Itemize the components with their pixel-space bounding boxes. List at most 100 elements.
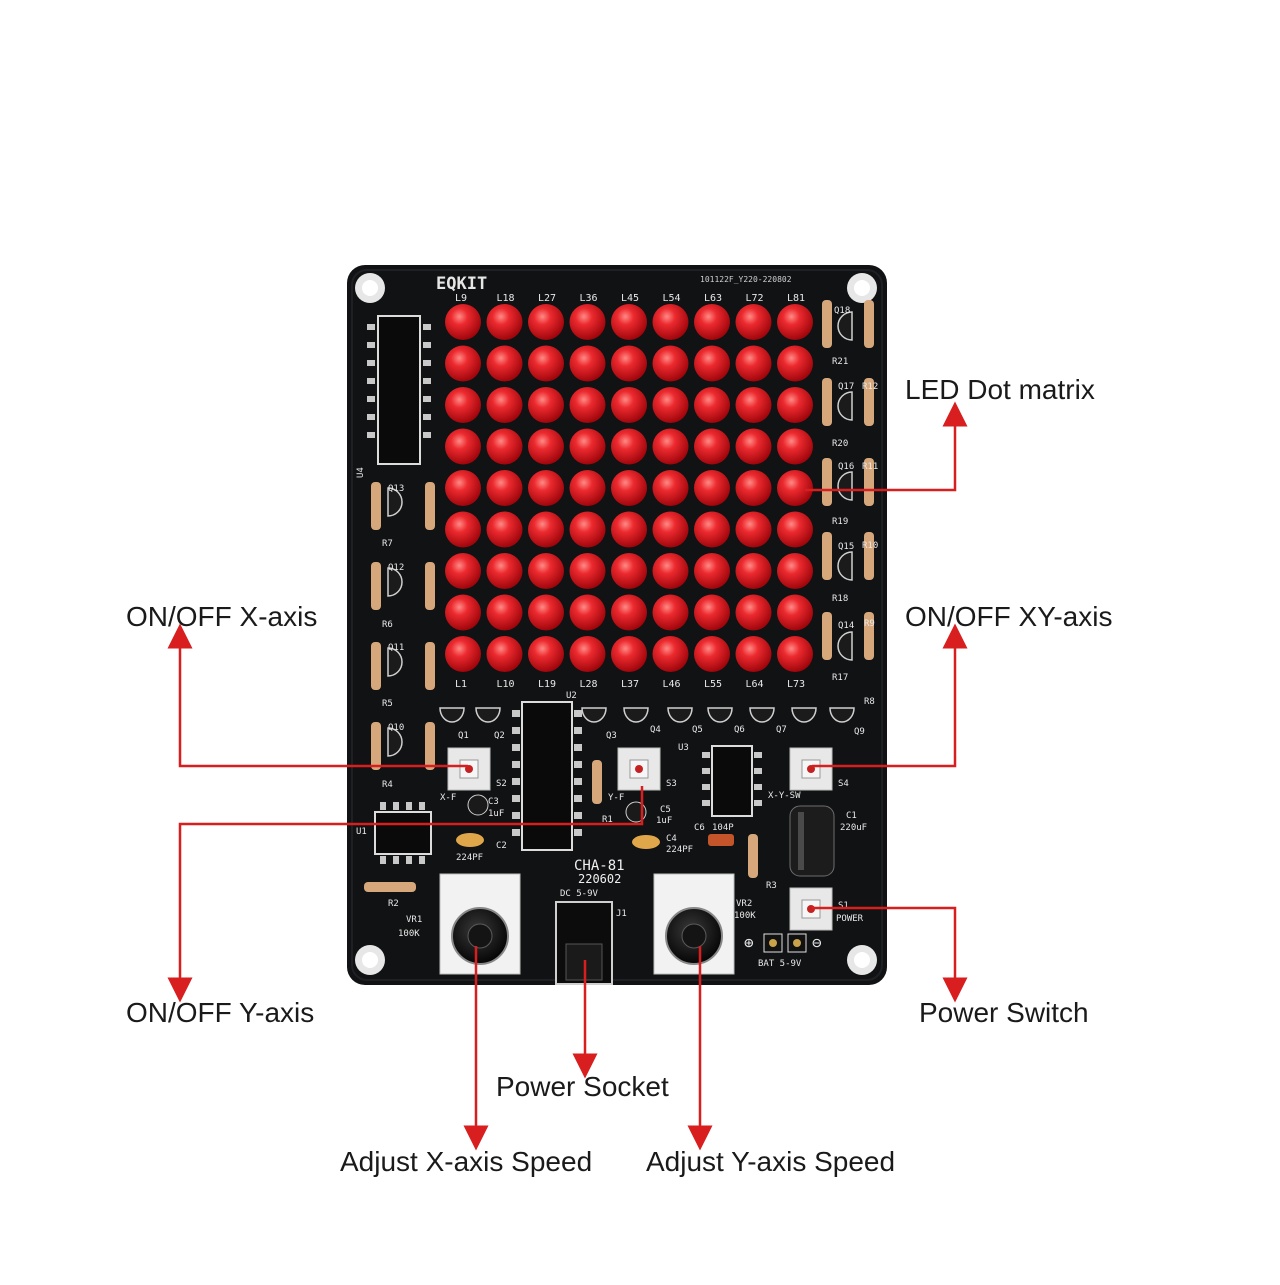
label-q10: Q10 bbox=[388, 723, 404, 733]
label-q4: Q4 bbox=[650, 725, 661, 735]
led-dot bbox=[777, 636, 813, 672]
ic-pin bbox=[574, 795, 582, 802]
svg-text:⊖: ⊖ bbox=[812, 933, 822, 952]
transistor-icon bbox=[439, 707, 465, 723]
ic-pin bbox=[574, 812, 582, 819]
led-dot bbox=[777, 553, 813, 589]
led-dot bbox=[528, 470, 564, 506]
callout-onoff-x-axis: ON/OFF X-axis bbox=[126, 601, 318, 632]
label-c1: C1 bbox=[846, 811, 857, 821]
switch-s2-x[interactable]: S2 X-F bbox=[440, 747, 507, 803]
led-dot bbox=[611, 553, 647, 589]
ic-u4: U4 bbox=[356, 315, 431, 478]
label-c2: C2 bbox=[496, 841, 507, 851]
led-dot bbox=[528, 636, 564, 672]
callout-adjust-y-speed: Adjust Y-axis Speed bbox=[646, 1146, 896, 1177]
label-r1: R1 bbox=[602, 815, 613, 825]
ic-pin bbox=[512, 710, 520, 717]
label-c5: C5 bbox=[660, 805, 671, 815]
label-q18: Q18 bbox=[834, 306, 850, 316]
led-dot bbox=[777, 594, 813, 631]
led-dot bbox=[445, 304, 481, 340]
led-label-bottom: L10 bbox=[497, 679, 515, 690]
ic-pin bbox=[512, 795, 520, 802]
ic-pin bbox=[512, 727, 520, 734]
led-dot bbox=[486, 428, 523, 465]
label-r6: R6 bbox=[382, 620, 393, 630]
led-dot bbox=[777, 387, 813, 423]
led-dot bbox=[611, 428, 647, 465]
right-driver-column: Q18 R21 Q17 R12 R20 Q16 R11 R19 Q15 R10 … bbox=[822, 300, 878, 707]
ic-u1: U1 bbox=[356, 802, 432, 864]
switch-s3-y[interactable]: S3 Y-F bbox=[608, 747, 677, 803]
led-dot bbox=[652, 636, 689, 672]
label-vr2: VR2 bbox=[736, 899, 752, 909]
board-model: CHA-81 bbox=[574, 858, 625, 874]
transistor-icon bbox=[475, 707, 501, 723]
led-dot bbox=[445, 636, 481, 672]
led-dot bbox=[735, 387, 772, 423]
led-label-bottom: L55 bbox=[704, 679, 722, 690]
led-dot bbox=[611, 345, 647, 382]
led-label-bottom: L73 bbox=[787, 679, 805, 690]
label-c4-value: 224PF bbox=[666, 845, 693, 855]
ic-pin bbox=[512, 812, 520, 819]
connector-onoff-xy bbox=[812, 623, 968, 768]
label-q1: Q1 bbox=[458, 731, 469, 741]
label-power: POWER bbox=[836, 914, 864, 924]
led-dot bbox=[694, 553, 730, 589]
led-label-top: L9 bbox=[455, 293, 467, 304]
switch-s4-xy[interactable]: S4 X-Y-SW bbox=[768, 747, 849, 801]
ic-pin bbox=[512, 761, 520, 768]
led-dot bbox=[486, 636, 523, 672]
column-transistor-labels: Q1 Q2 Q3 Q4 Q5 Q6 Q7 Q9 bbox=[458, 725, 865, 741]
led-dot bbox=[694, 428, 730, 465]
label-vr1: VR1 bbox=[406, 915, 422, 925]
label-q11: Q11 bbox=[388, 643, 404, 653]
label-q17: Q17 bbox=[838, 382, 854, 392]
led-dot bbox=[445, 594, 481, 631]
label-x-y-sw: X-Y-SW bbox=[768, 791, 801, 801]
label-r9: R9 bbox=[864, 619, 875, 629]
label-q15: Q15 bbox=[838, 542, 854, 552]
led-dot bbox=[445, 345, 481, 382]
label-q7: Q7 bbox=[776, 725, 787, 735]
led-dot bbox=[735, 470, 772, 506]
led-dot bbox=[569, 636, 606, 672]
label-r19: R19 bbox=[832, 517, 848, 527]
led-dot bbox=[777, 428, 813, 465]
led-dot bbox=[694, 345, 730, 382]
led-dot bbox=[569, 511, 606, 548]
label-s1: S1 bbox=[838, 901, 849, 911]
transistor-icon bbox=[581, 707, 607, 723]
label-y-f: Y-F bbox=[608, 793, 624, 803]
label-r8: R8 bbox=[864, 697, 875, 707]
label-q14: Q14 bbox=[838, 621, 854, 631]
led-dot bbox=[777, 470, 813, 506]
label-q6: Q6 bbox=[734, 725, 745, 735]
led-dot bbox=[528, 553, 564, 589]
label-q5: Q5 bbox=[692, 725, 703, 735]
label-r3: R3 bbox=[766, 881, 777, 891]
callout-power-socket: Power Socket bbox=[496, 1071, 669, 1102]
potentiometer-vr1[interactable]: VR1 100K bbox=[398, 873, 521, 975]
board-date: 220602 bbox=[578, 872, 621, 886]
led-dot bbox=[694, 387, 730, 423]
led-label-bottom: L64 bbox=[746, 679, 764, 690]
led-dot bbox=[694, 304, 730, 340]
label-c5-value: 1uF bbox=[656, 816, 672, 826]
led-label-bottom: L46 bbox=[663, 679, 681, 690]
label-r21: R21 bbox=[832, 357, 848, 367]
label-q12: Q12 bbox=[388, 563, 404, 573]
potentiometer-vr2[interactable]: VR2 100K bbox=[653, 873, 756, 975]
label-c6-value: 104P bbox=[712, 823, 734, 833]
label-q3: Q3 bbox=[606, 731, 617, 741]
led-dot bbox=[652, 470, 689, 506]
led-label-top: L18 bbox=[497, 293, 515, 304]
transistor-icon bbox=[667, 707, 693, 723]
transistor-icon bbox=[707, 707, 733, 723]
label-r17: R17 bbox=[832, 673, 848, 683]
label-j1: J1 bbox=[616, 909, 627, 919]
